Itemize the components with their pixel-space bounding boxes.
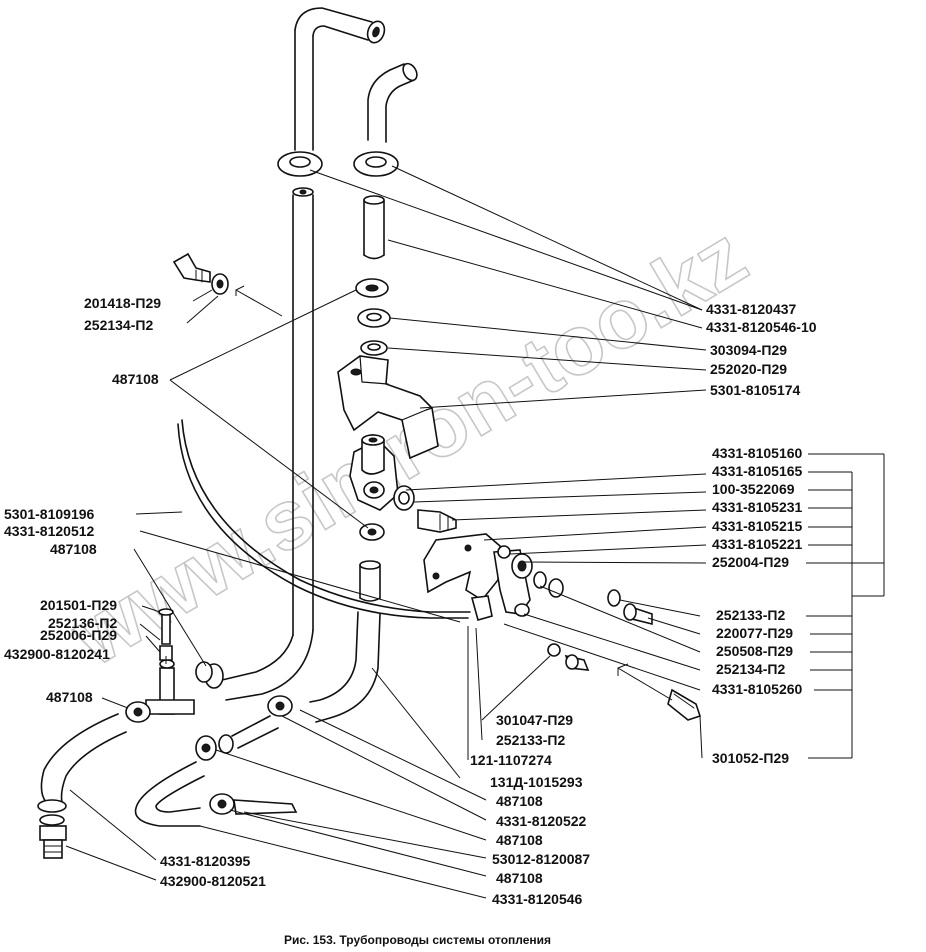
tee-432900-8120241 [145,608,195,715]
part-labels: 201418-П29 252134-П2 487108 4331-8120437… [4,295,817,907]
label-4331-8120546: 4331-8120546 [492,891,583,907]
label-4331-8120522: 4331-8120522 [496,813,587,829]
clamp-lower-c [209,793,235,815]
label-487108-c: 487108 [46,689,93,705]
label-4331-8120395: 4331-8120395 [160,853,251,869]
label-252134-p2: 252134-П2 [84,317,153,333]
label-301052-p29: 301052-П29 [712,750,789,766]
label-252004-p29: 252004-П29 [712,554,789,570]
label-131D-1015293: 131Д-1015293 [490,774,583,790]
grommet-right [353,151,399,177]
pipe-4331-8120522 [218,715,279,754]
washer-252133-lower [547,643,561,657]
clamp-upper [355,278,389,298]
figure-caption: Рис. 153. Трубопроводы системы отопления [284,933,551,947]
label-252133-p2: 252133-П2 [716,607,785,623]
label-121-1107274: 121-1107274 [470,752,552,768]
label-220077-p29: 220077-П29 [716,625,793,641]
direction-arrow-upper [235,285,283,317]
label-252020-p29: 252020-П29 [710,361,787,377]
label-4331-8105260: 4331-8105260 [712,681,803,697]
lever-plate-assembly [423,533,564,621]
label-487108-b: 487108 [50,541,97,557]
label-487108-d: 487108 [496,793,543,809]
hose-4331-8120546 [134,761,205,827]
label-252136-p2: 252136-П2 [48,615,117,631]
label-4331-8120512: 4331-8120512 [4,523,95,539]
fitting-432900-8120521 [39,814,67,859]
label-4331-8120546-10: 4331-8120546-10 [706,319,817,335]
hose-4331-8120395 [37,713,127,813]
label-303094-p29: 303094-П29 [710,342,787,358]
washer-252020 [360,340,388,356]
label-432900-8120521: 432900-8120521 [160,873,266,889]
clamp-lower-b [195,735,217,761]
label-252134-p2-b: 252134-П2 [716,661,785,677]
clamp-lower-a [267,695,293,717]
label-4331-8105160: 4331-8105160 [712,445,803,461]
leader-lines [65,165,885,899]
label-4331-8105231: 4331-8105231 [712,499,803,515]
cable-5301-8109196 [177,419,471,619]
tube-53012-8120087 [233,799,298,815]
washer-252134 [211,273,229,295]
clamp-left [125,701,151,723]
bolt-201418 [172,252,211,283]
screw-220077 [623,603,653,626]
hose-left-lower [195,629,314,701]
label-4331-8105165: 4331-8105165 [712,463,803,479]
screw-301047 [564,654,590,671]
bracket-5301-8105174 [337,355,439,460]
label-487108-e: 487108 [496,832,543,848]
label-250508-p29: 250508-П29 [716,643,793,659]
label-201501-p29: 201501-П29 [40,597,117,613]
label-53012-8120087: 53012-8120087 [492,851,590,867]
label-4331-8105215: 4331-8105215 [712,518,803,534]
label-4331-8105221: 4331-8105221 [712,536,803,552]
hose-upper-short [367,62,418,143]
fitting-4331-8105231 [417,509,457,533]
label-301047-p29: 301047-П29 [496,712,573,728]
hose-long-vertical [292,7,386,636]
label-252133-p2-b: 252133-П2 [496,732,565,748]
heater-tap [349,434,415,511]
label-201418-p29: 201418-П29 [84,295,161,311]
label-4331-8120437: 4331-8120437 [706,301,797,317]
label-487108-f: 487108 [496,870,543,886]
label-5301-8105174: 5301-8105174 [710,382,801,398]
pipe-section-upper [363,195,385,260]
direction-arrow-lower [617,663,673,701]
label-100-3522069: 100-3522069 [712,481,795,497]
label-5301-8109196: 5301-8109196 [4,506,95,522]
washer-252133 [607,589,621,607]
label-432900-8120241: 432900-8120241 [4,646,110,662]
bolt-301052 [667,688,702,721]
hose-131D-1015293 [309,611,381,723]
washer-303094 [357,308,391,328]
pipe-section-middle [359,560,381,602]
clamp-middle [359,523,385,541]
label-487108: 487108 [112,371,159,387]
label-252006-p29: 252006-П29 [40,627,117,643]
